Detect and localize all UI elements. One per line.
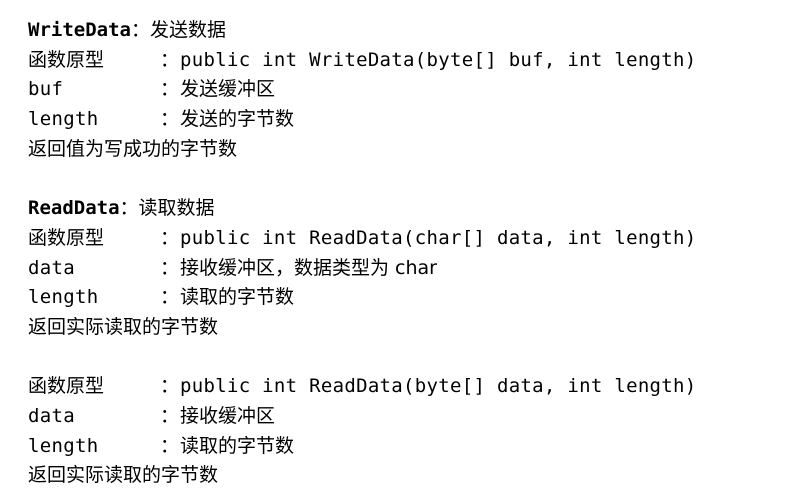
param-colon: ：	[160, 226, 180, 249]
function-description: 读取数据	[138, 197, 215, 220]
function-name: WriteData	[28, 19, 131, 41]
return-description: 返回实际读取的字节数	[28, 464, 219, 487]
param-value: 读取的字节数	[180, 286, 295, 309]
param-value: 接收缓冲区，数据类型为 char	[180, 256, 437, 279]
param-key: length	[28, 286, 99, 309]
return-description: 返回值为写成功的字节数	[28, 137, 238, 160]
param-row: 函数原型 ： public int WriteData(byte[] buf, …	[28, 46, 768, 76]
param-row: data ： 接收缓冲区，数据类型为 char	[28, 254, 768, 284]
param-row: length ： 读取的字节数	[28, 432, 768, 462]
param-row: 函数原型 ： public int ReadData(char[] data, …	[28, 224, 768, 254]
param-colon: ：	[160, 78, 180, 101]
return-description: 返回实际读取的字节数	[28, 315, 219, 338]
param-key: 函数原型	[28, 226, 105, 249]
title-separator: ：	[119, 197, 139, 220]
title-separator: ：	[130, 19, 150, 41]
api-document: WriteData：发送数据 函数原型 ： public int WriteDa…	[28, 16, 768, 491]
param-colon: ：	[160, 48, 180, 71]
spacer	[28, 343, 768, 373]
function-description: 发送数据	[149, 19, 226, 41]
section-title-readdata: ReadData：读取数据	[28, 194, 768, 224]
param-colon: ：	[160, 434, 180, 457]
param-colon: ：	[160, 375, 180, 398]
param-row: data ： 接收缓冲区	[28, 402, 768, 432]
param-value: public int ReadData(byte[] data, int len…	[180, 375, 697, 398]
function-name: ReadData	[28, 197, 120, 220]
param-row: 函数原型 ： public int ReadData(byte[] data, …	[28, 372, 768, 402]
param-colon: ：	[160, 108, 180, 131]
param-key: buf	[28, 78, 64, 101]
param-key: length	[28, 108, 99, 131]
section-title-writedata: WriteData：发送数据	[28, 16, 768, 46]
param-key: 函数原型	[28, 375, 105, 398]
param-key: data	[28, 256, 75, 279]
param-row: length ： 读取的字节数	[28, 283, 768, 313]
param-colon: ：	[160, 256, 180, 279]
param-value: 接收缓冲区	[180, 404, 276, 427]
param-value: public int WriteData(byte[] buf, int len…	[180, 48, 697, 71]
param-key: length	[28, 434, 99, 457]
param-row: length ： 发送的字节数	[28, 105, 768, 135]
param-value: public int ReadData(char[] data, int len…	[180, 226, 697, 249]
param-value: 发送的字节数	[180, 108, 295, 131]
param-value: 读取的字节数	[180, 434, 295, 457]
param-key: 函数原型	[28, 48, 105, 71]
param-colon: ：	[160, 286, 180, 309]
param-colon: ：	[160, 404, 180, 427]
param-value: 发送缓冲区	[180, 78, 276, 101]
spacer	[28, 164, 768, 194]
param-key: data	[28, 404, 75, 427]
param-row: buf ： 发送缓冲区	[28, 75, 768, 105]
